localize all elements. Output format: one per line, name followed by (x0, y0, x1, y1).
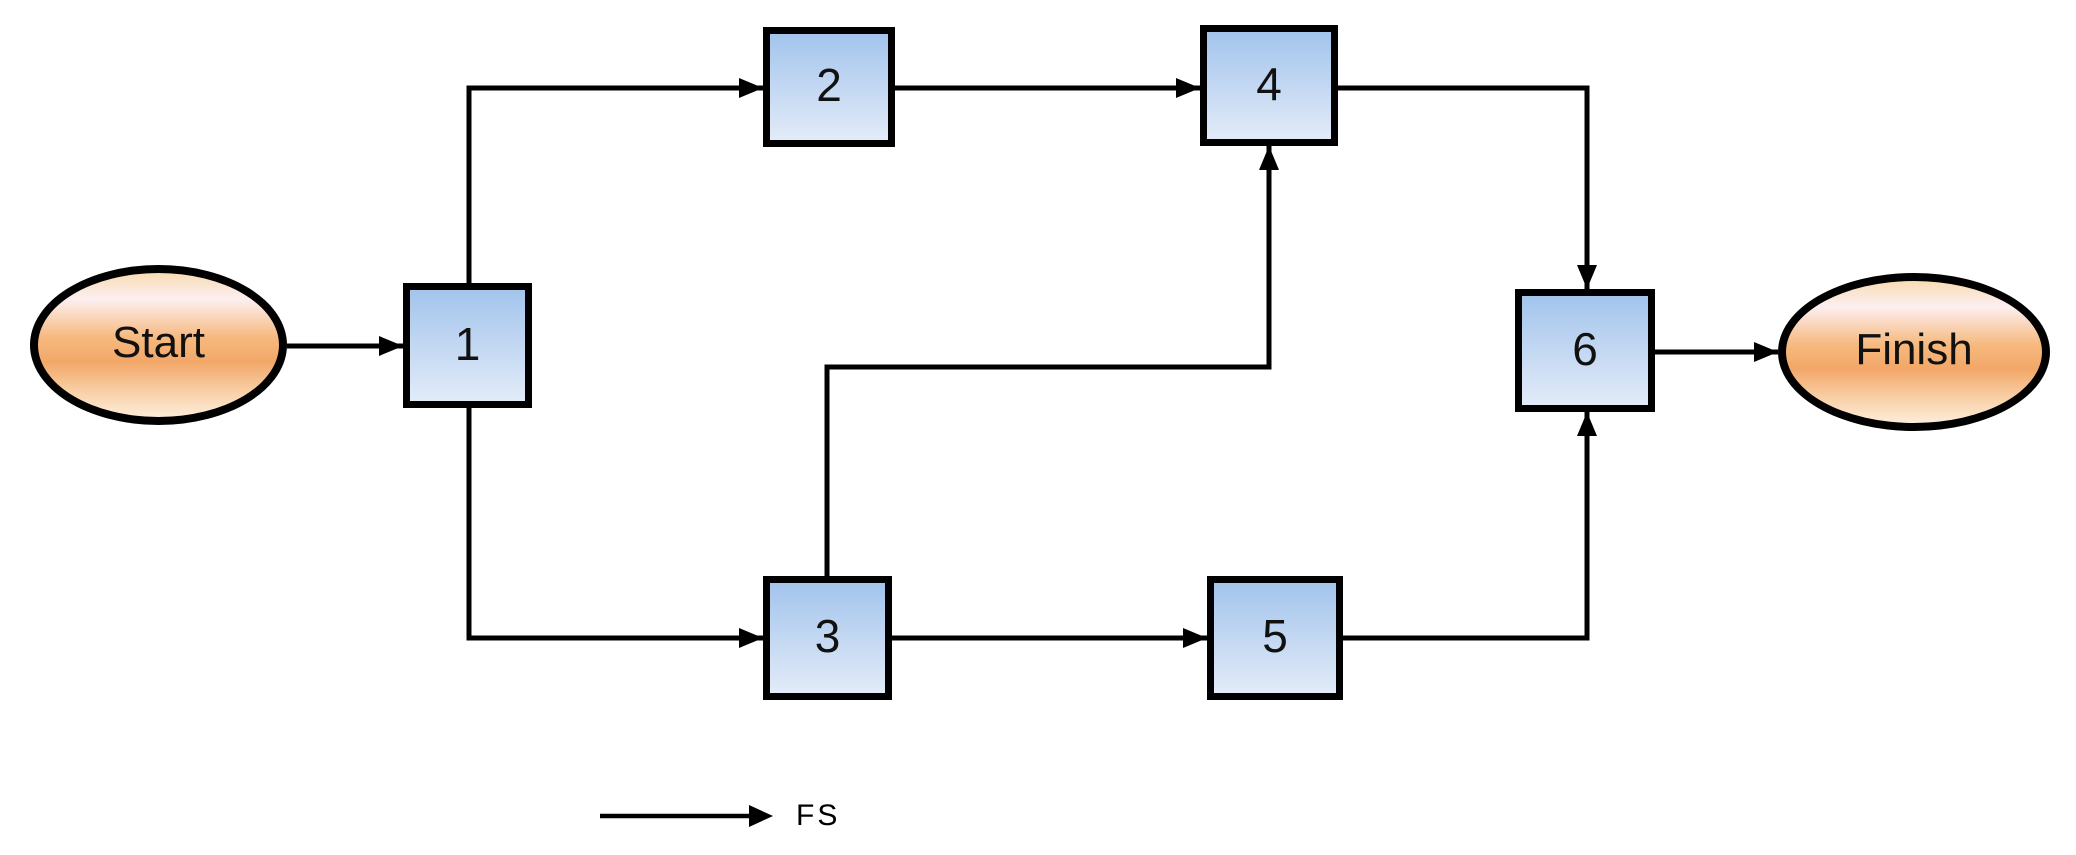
node-1: 1 (403, 283, 532, 408)
node-start: Start (30, 265, 287, 425)
node-label: 2 (816, 59, 842, 111)
node-label: 6 (1572, 322, 1598, 375)
legend-label: FS (796, 799, 841, 832)
node-label: 3 (814, 610, 841, 662)
node-5: 5 (1207, 576, 1343, 700)
node-3: 3 (763, 576, 892, 700)
node-label: 1 (454, 317, 481, 370)
edge-1-to-2 (466, 78, 763, 283)
fs-arrow-icon (600, 805, 773, 827)
node-2: 2 (763, 27, 895, 147)
edge-4-to-6 (1338, 85, 1597, 289)
node-4: 4 (1200, 25, 1338, 146)
node-label: 4 (1256, 57, 1282, 110)
node-6: 6 (1515, 289, 1655, 412)
edge-3-to-4 (824, 146, 1279, 576)
legend: FS (598, 795, 840, 837)
node-label: 5 (1262, 610, 1288, 662)
node-finish: Finish (1778, 273, 2050, 431)
edge-1-to-3 (466, 408, 763, 648)
node-label: Finish (1855, 325, 1973, 374)
edge-5-to-6 (1343, 412, 1597, 641)
node-label: Start (112, 318, 205, 367)
